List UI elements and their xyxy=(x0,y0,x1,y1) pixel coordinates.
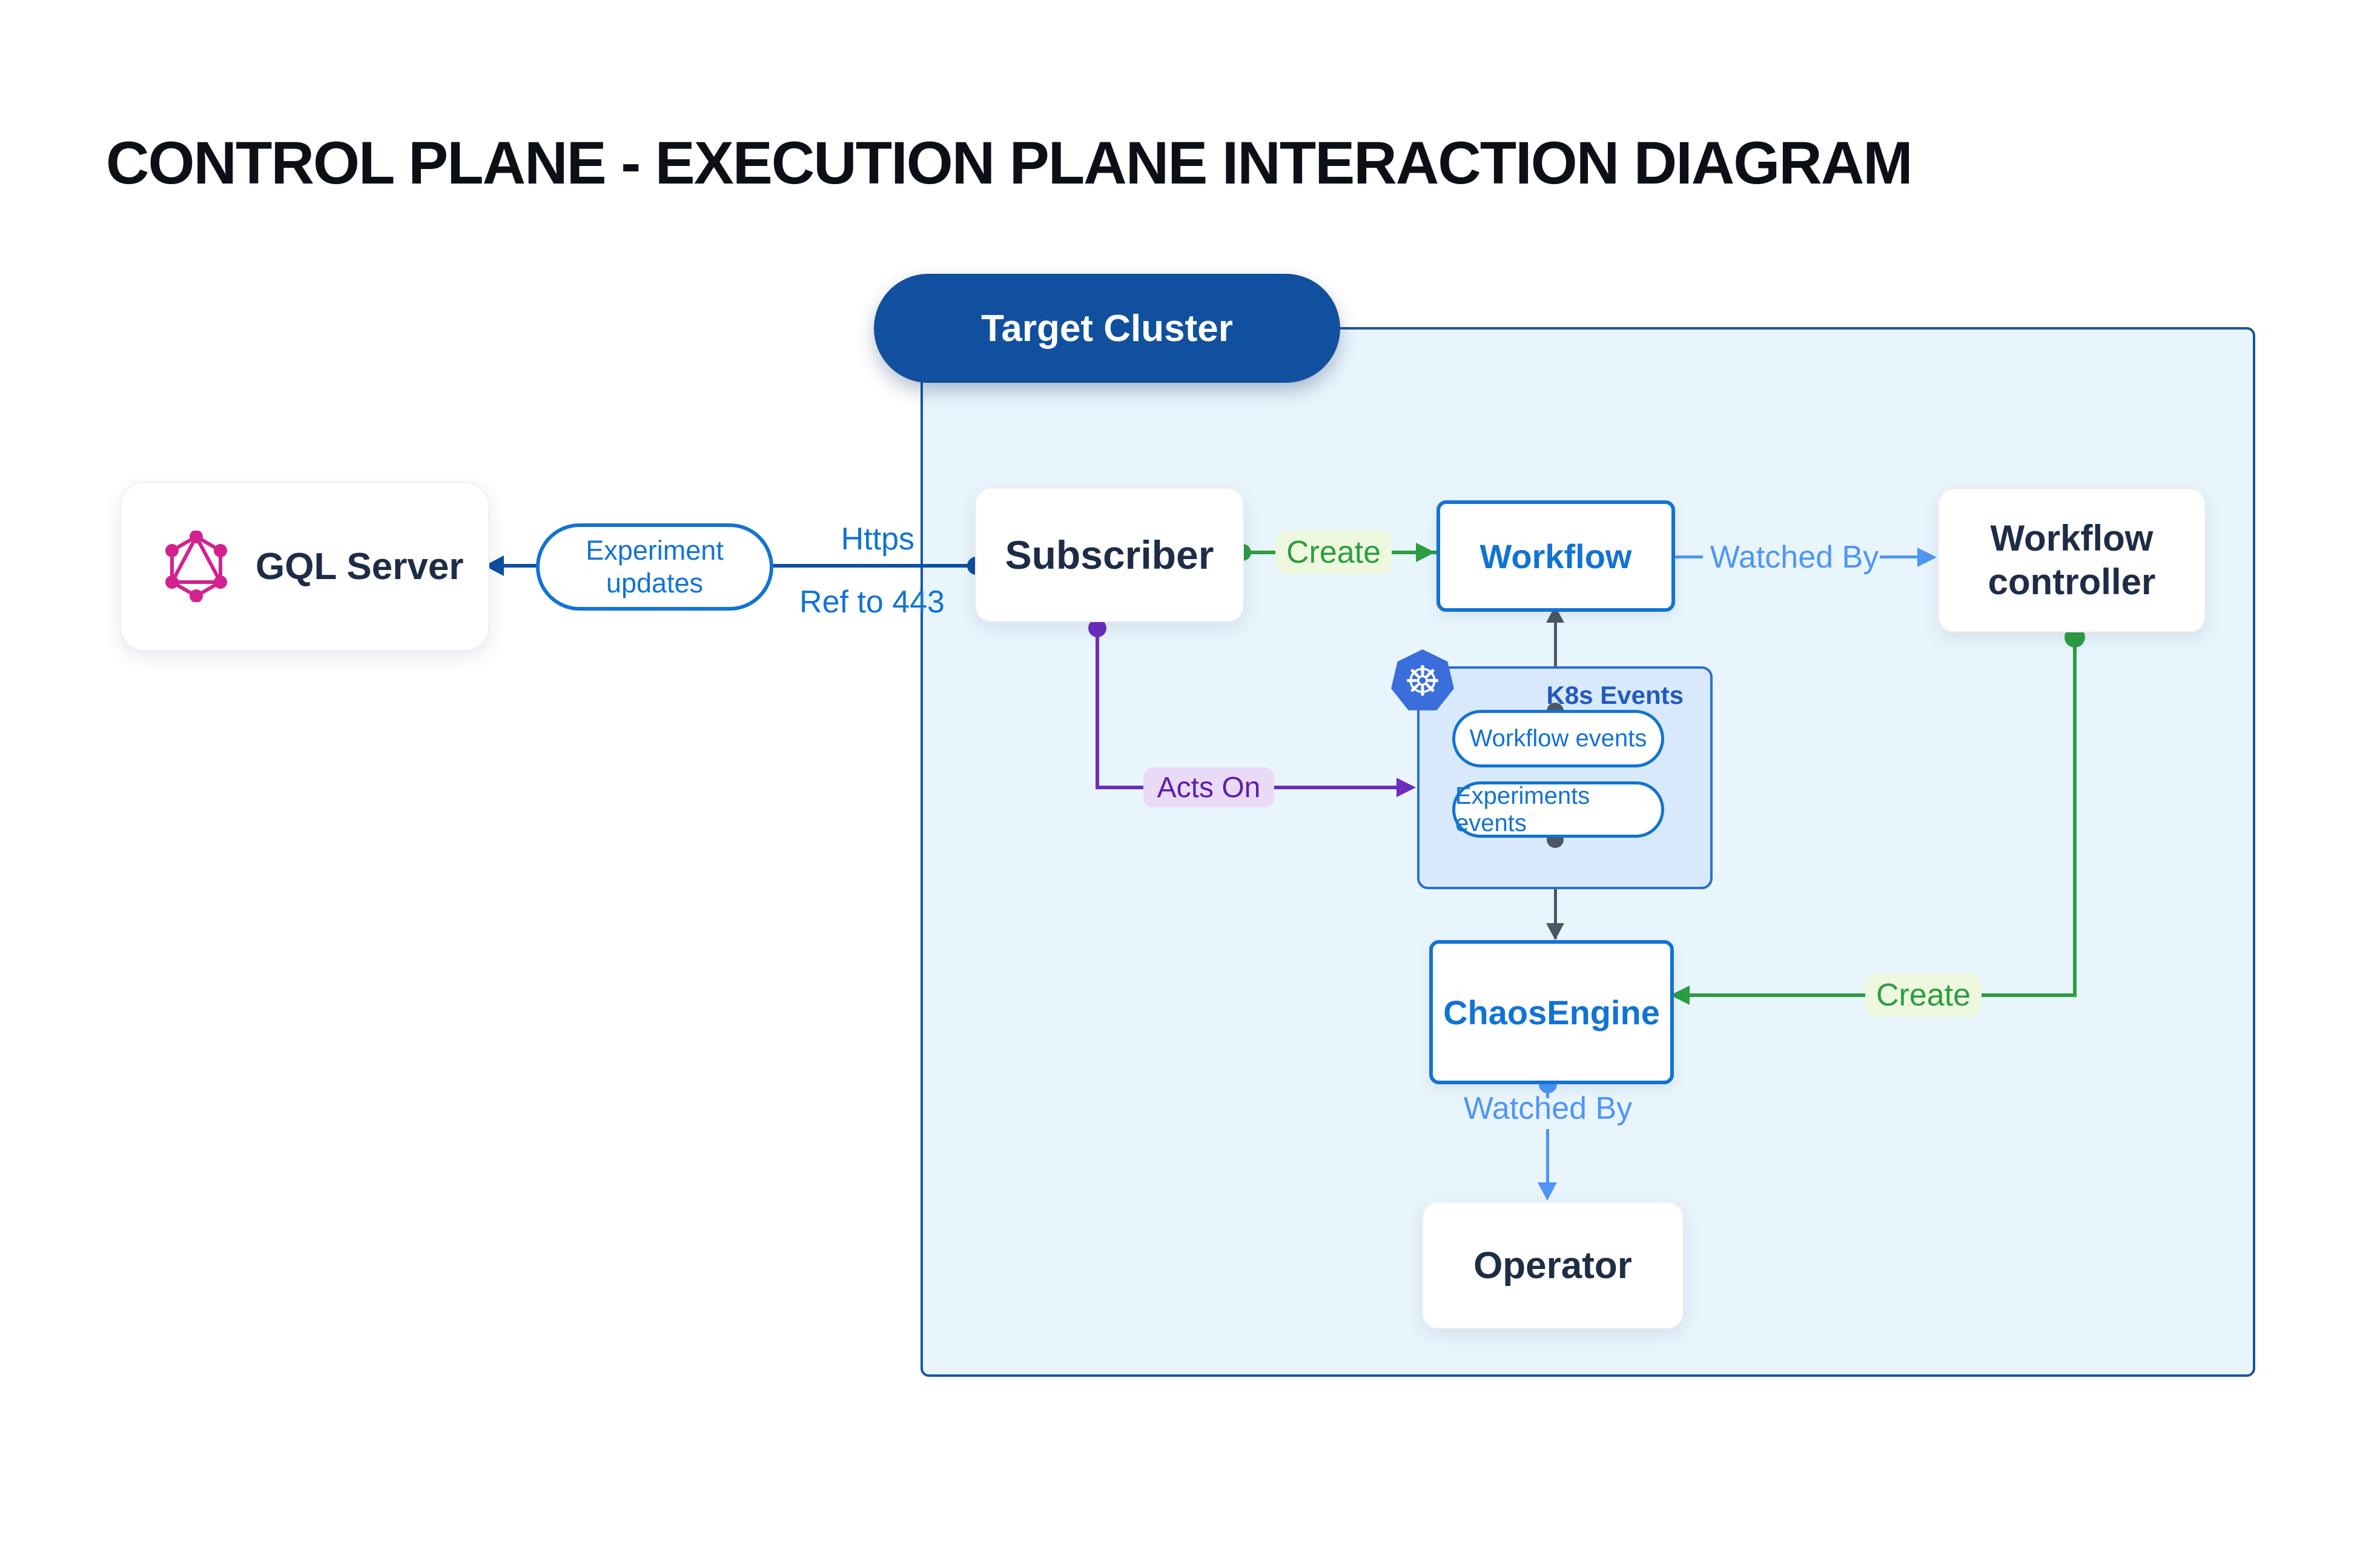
experiments-events-pill: Experiments events xyxy=(1452,781,1664,838)
experiment-updates-label: Experiment updates xyxy=(586,535,724,598)
arrow-right-icon xyxy=(1917,548,1937,567)
arrow-right-icon xyxy=(1397,778,1416,797)
k8s-events-label: K8s Events xyxy=(1546,681,1684,709)
graphql-icon xyxy=(165,531,228,602)
experiments-events-label: Experiments events xyxy=(1455,782,1590,837)
acts-on-start-dot xyxy=(1088,619,1106,637)
create-bottom-label: Create xyxy=(1865,973,1982,1017)
operator-label: Operator xyxy=(1473,1244,1632,1287)
acts-on-label: Acts On xyxy=(1143,767,1274,807)
arrow-down-icon xyxy=(1546,923,1564,940)
gql-server-label: GQL Server xyxy=(256,545,464,588)
watched-by-bottom-line-2 xyxy=(1546,1129,1549,1186)
watched-by-top-line-2 xyxy=(1880,555,1919,558)
experiment-updates-oval: Experiment updates xyxy=(536,523,773,611)
acts-on-vline xyxy=(1096,630,1099,789)
page-title: CONTROL PLANE - EXECUTION PLANE INTERACT… xyxy=(106,129,1913,196)
watched-by-top-label: Watched By xyxy=(1710,540,1879,575)
ref-to-443-label: Ref to 443 xyxy=(799,585,945,620)
node-workflow: Workflow xyxy=(1436,500,1675,612)
workflow-label: Workflow xyxy=(1479,537,1632,575)
arrow-down-icon xyxy=(1538,1182,1557,1201)
watched-by-bottom-label: Watched By xyxy=(1463,1091,1633,1126)
node-operator: Operator xyxy=(1422,1202,1684,1329)
target-cluster-label-pill: Target Cluster xyxy=(874,274,1340,383)
create-top-label: Create xyxy=(1275,531,1392,574)
https-label: Https xyxy=(841,522,914,557)
watched-by-top-line-1 xyxy=(1671,555,1703,558)
node-workflow-controller: Workflow controller xyxy=(1938,488,2206,632)
k8s-events-box xyxy=(1417,666,1713,889)
workflow-events-label: Workflow events xyxy=(1469,725,1647,752)
subscriber-label: Subscriber xyxy=(1005,532,1214,577)
node-chaos-engine: ChaosEngine xyxy=(1429,940,1674,1084)
workflow-controller-label: Workflow controller xyxy=(1988,518,2156,602)
create-bottom-vline xyxy=(2073,636,2077,997)
workflow-events-connector xyxy=(1554,607,1557,711)
node-subscriber: Subscriber xyxy=(975,488,1244,622)
node-gql-server: GQL Server xyxy=(120,482,489,651)
target-cluster-label: Target Cluster xyxy=(981,307,1233,350)
kubernetes-icon: ☸ xyxy=(1391,649,1454,711)
workflow-events-pill: Workflow events xyxy=(1452,710,1664,767)
chaos-engine-label: ChaosEngine xyxy=(1443,993,1660,1032)
kubernetes-wheel-glyph: ☸ xyxy=(1404,657,1441,706)
arrow-right-icon xyxy=(1416,543,1435,562)
